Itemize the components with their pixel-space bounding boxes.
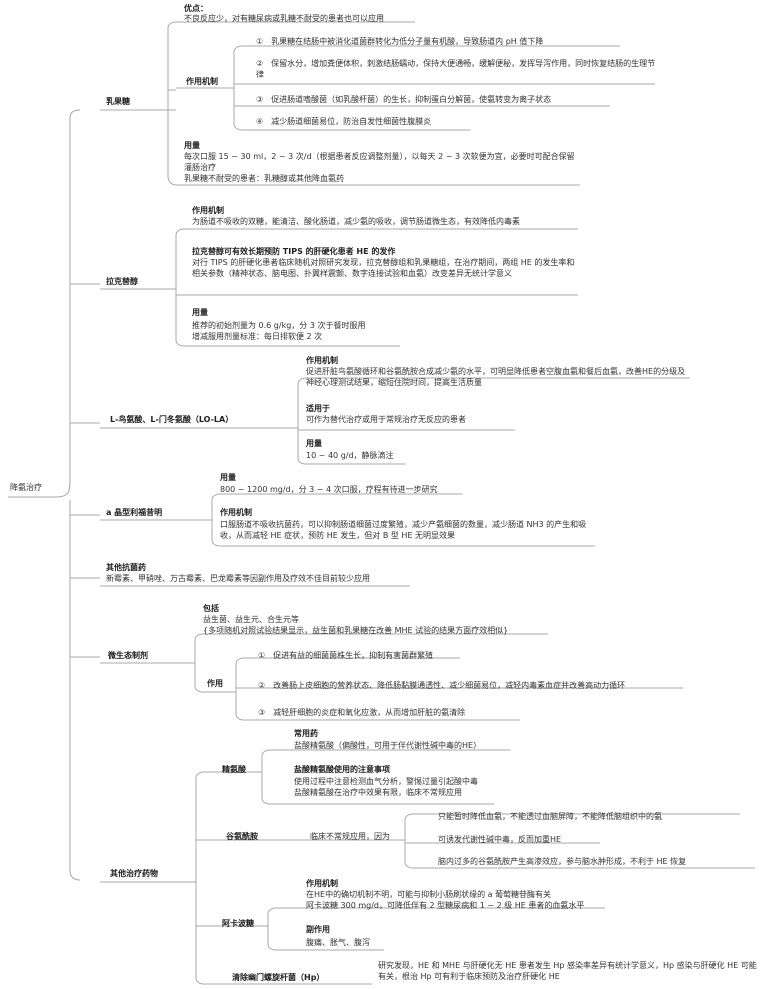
arginine-note-title[interactable]: 盐酸精氨酸使用的注意事项 xyxy=(294,765,390,774)
acarbose-mech-text-1: 在HE中的确切机制不明，可能与抑制小肠刷状缘的 a 葡萄糖苷酶有关 xyxy=(306,890,552,899)
glutamine-item-1: 只能暂时降低血氨，不能透过血脑屏障，不能降低脑组织中的氨 xyxy=(438,812,662,821)
lactitol-mech-title[interactable]: 作用机制 xyxy=(192,206,224,215)
rifaximin-mech-title[interactable]: 作用机制 xyxy=(220,508,252,517)
arginine-common-title[interactable]: 常用药 xyxy=(294,729,318,738)
lactulose-adv-title: 优点： xyxy=(184,4,208,13)
acarbose-mech-text-2: 阿卡波糖 300 mg/d，可降低伴有 2 型糖尿病和 1 ~ 2 级 HE 患… xyxy=(306,901,585,910)
lactulose-dose-text-2: 乳果糖不耐受的患者：乳糖醇或其他降血氨药 xyxy=(184,174,344,183)
node-probiotics[interactable]: 微生态制剂 xyxy=(108,651,148,660)
node-lactulose[interactable]: 乳果糖 xyxy=(106,97,130,106)
acarbose-mech-title[interactable]: 作用机制 xyxy=(306,879,338,888)
root-node[interactable]: 降氨治疗 xyxy=(10,483,42,492)
node-rifaximin[interactable]: a 晶型利福昔明 xyxy=(106,508,163,517)
lola-mech-title[interactable]: 作用机制 xyxy=(306,356,338,365)
lactulose-dose-text-1: 每次口服 15 ~ 30 ml，2 ~ 3 次/d（根据患者反应调整剂量），以每… xyxy=(184,152,575,172)
rifaximin-dose-title[interactable]: 用量 xyxy=(220,473,236,482)
lactitol-dose-text-1: 推荐的初始剂量为 0.6 g/kg，分 3 次于餐时服用 xyxy=(192,321,366,330)
lola-dose-title[interactable]: 用量 xyxy=(306,439,322,448)
probiotics-effect-item-3: ③ 减轻肝细胞的炎症和氧化应激，从而增加肝脏的氨清除 xyxy=(258,708,466,717)
arginine-common-text: 盐酸精氨酸（偏酸性，可用于伴代谢性碱中毒的HE） xyxy=(294,741,482,750)
probiotics-effect-item-1: ① 促进有益的细菌菌株生长，抑制有害菌群繁殖 xyxy=(258,651,434,660)
probiotics-effect-item-2: ② 改善肠上皮细胞的营养状态、降低肠黏膜通透性、减少细菌易位，减轻内毒素血症并改… xyxy=(258,681,626,690)
lactitol-mech-text: 为肠道不吸收的双糖，能清洁、酸化肠道，减少氨的吸收，调节肠道微生态，有效降低内毒… xyxy=(192,217,520,226)
acarbose-side-text: 腹痛、胀气、腹泻 xyxy=(306,938,370,947)
lactulose-mech-item-2: ② 保留水分，增加粪便体积，刺激结肠蠕动，保持大便通畅，缓解便秘，发挥导泻作用，… xyxy=(256,59,656,79)
node-glutamine[interactable]: 谷氨酰胺 xyxy=(226,832,258,841)
node-antibiotics[interactable]: 其他抗菌药 xyxy=(106,563,146,572)
rifaximin-dose-text: 800 ~ 1200 mg/d，分 3 ~ 4 次口服，疗程有待进一步研究 xyxy=(220,485,438,494)
arginine-note-text-2: 盐酸精氨酸在治疗中效果有限，临床不常规应用 xyxy=(294,788,462,797)
glutamine-item-3: 脑内过多的谷氨酰胺产生高渗效应，参与脑水肿形成，不利于 HE 恢复 xyxy=(438,857,687,866)
node-lola[interactable]: L-鸟氨酸、L-门冬氨酸（LO-LA） xyxy=(110,415,234,424)
lola-dose-text: 10 ~ 40 g/d，静脉滴注 xyxy=(306,451,394,460)
lactitol-dose-title[interactable]: 用量 xyxy=(192,308,208,317)
node-lactitol[interactable]: 拉克替醇 xyxy=(106,277,138,286)
lactulose-dose-title[interactable]: 用量 xyxy=(184,141,200,150)
node-arginine[interactable]: 精氨酸 xyxy=(222,765,246,774)
lactulose-mech-item-3: ③ 促进肠道嗜酸菌（如乳酸杆菌）的生长，抑制蛋白分解菌，使氨转变为离子状态 xyxy=(256,95,552,104)
lactulose-adv-text: 不良反应少，对有糖尿病或乳糖不耐受的患者也可以应用 xyxy=(184,14,384,23)
lactitol-tips-title[interactable]: 拉克替醇可有效长期预防 TIPS 的肝硬化患者 HE 的发作 xyxy=(192,247,396,256)
lactulose-mech-item-1: ① 乳果糖在结肠中被消化道菌群转化为低分子量有机酸，导致肠道内 pH 值下降 xyxy=(256,37,544,46)
rifaximin-mech-text: 口服肠道不吸收抗菌药，可以抑制肠道细菌过度繁殖，减少产氨细菌的数量，减少肠道 N… xyxy=(220,520,587,540)
lola-use-title[interactable]: 适用于 xyxy=(306,404,330,413)
hp-text: 研究发现，HE 和 MHE 与肝硬化无 HE 患者发生 Hp 感染率差异有统计学… xyxy=(378,961,757,981)
node-other-drugs[interactable]: 其他治疗药物 xyxy=(110,869,158,878)
probiotics-inc-text-1: 益生菌、益生元、合生元等 xyxy=(203,615,299,624)
glutamine-item-2: 可诱发代谢性碱中毒，反而加重HE xyxy=(438,835,562,844)
lactulose-mech-item-4: ④ 减少肠道细菌易位，防治自发性细菌性腹膜炎 xyxy=(256,117,432,126)
probiotics-effect-title[interactable]: 作用 xyxy=(207,679,223,688)
lactitol-tips-text: 对行 TIPS 的肝硬化患者临床随机对照研究发现，拉克替醇组和乳果糖组，在治疗期… xyxy=(192,258,575,278)
probiotics-inc-text-2: {多项随机对照试验结果显示，益生菌和乳果糖在改善 MHE 试验的结果方面疗效相似… xyxy=(203,626,509,635)
node-acarbose[interactable]: 阿卡波糖 xyxy=(222,919,254,928)
lola-use-text: 可作为替代治疗或用于常规治疗无反应的患者 xyxy=(306,415,466,424)
lola-mech-text: 促进肝脏鸟氨酸循环和谷氨酰胺合成减少氨的水平，可明显降低患者空腹血氨和餐后血氨，… xyxy=(306,367,686,387)
lactulose-mech-title[interactable]: 作用机制 xyxy=(186,77,218,86)
arginine-note-text-1: 使用过程中注意检测血气分析，警惕过量引起酸中毒 xyxy=(294,777,478,786)
lactitol-dose-text-2: 增减服用剂量标准：每日排软便 2 次 xyxy=(192,332,323,341)
probiotics-inc-title[interactable]: 包括 xyxy=(203,604,219,613)
node-hp[interactable]: 清除幽门螺旋杆菌（Hp） xyxy=(232,973,325,982)
acarbose-side-title[interactable]: 副作用 xyxy=(306,925,330,934)
glutamine-reason[interactable]: 临床不常规应用，因为 xyxy=(310,832,390,841)
antibiotics-text: 新霉素、甲硝唑、万古霉素、巴龙霉素等因副作用及疗效不佳目前较少应用 xyxy=(106,574,370,583)
